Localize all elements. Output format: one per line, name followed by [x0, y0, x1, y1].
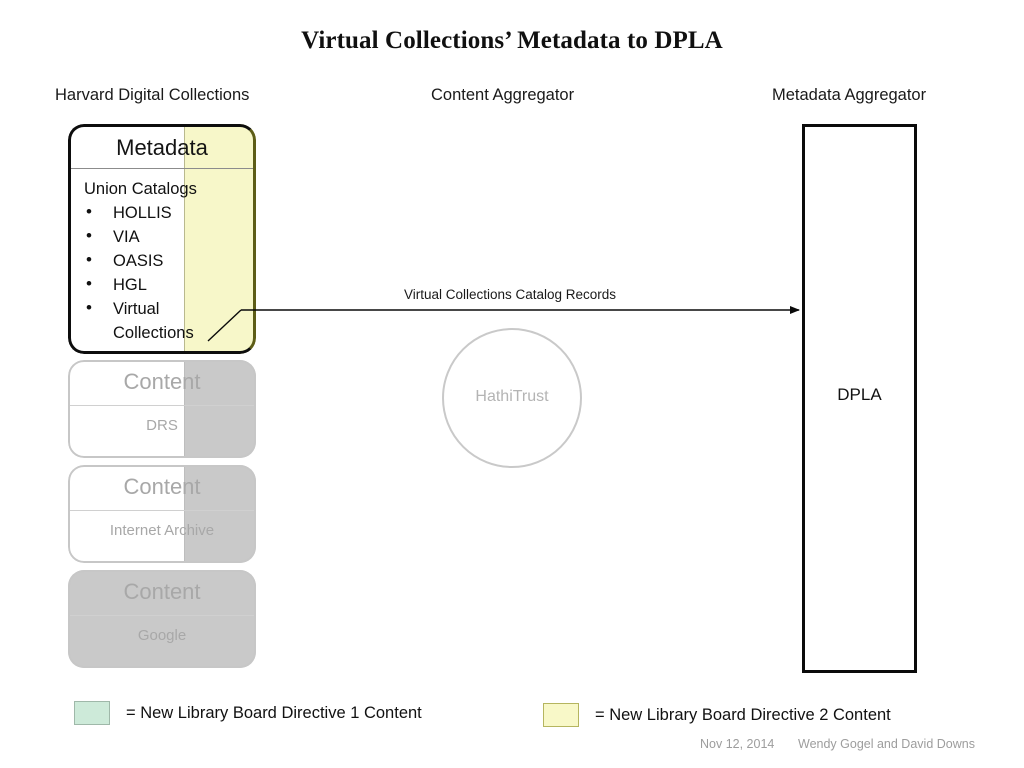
- list-item[interactable]: • HOLLIS: [84, 201, 252, 225]
- list-item-label: HOLLIS: [113, 204, 172, 222]
- legend-swatch-directive-2: [543, 703, 579, 727]
- metadata-node-fill: [68, 124, 256, 354]
- content-node-left-half: [68, 360, 184, 458]
- content-node-fill: [68, 570, 256, 668]
- content-node-fill: [68, 465, 256, 563]
- metadata-node-divider: [68, 168, 256, 169]
- list-item-label: HGL: [113, 276, 147, 294]
- content-node-right-half: [183, 360, 256, 458]
- list-item[interactable]: • VIA: [84, 225, 252, 249]
- column-heading-metadata-aggregator: Metadata Aggregator: [772, 86, 927, 104]
- list-item-label: OASIS: [113, 252, 164, 270]
- content-node-title: Content: [123, 474, 201, 499]
- content-node-divider: [68, 615, 256, 616]
- page-title: Virtual Collections’ Metadata to DPLA: [301, 27, 723, 54]
- legend-item-directive-2: = New Library Board Directive 2 Content: [543, 703, 891, 727]
- list-item-label: Virtual: [113, 300, 160, 318]
- list-item[interactable]: • HGL: [84, 273, 252, 297]
- content-node-google[interactable]: Content Google: [68, 570, 256, 668]
- legend-label-directive-2: = New Library Board Directive 2 Content: [595, 705, 891, 724]
- legend-item-directive-1: = New Library Board Directive 1 Content: [74, 701, 422, 725]
- content-node-split-line: [183, 465, 185, 563]
- bullet-icon: •: [86, 298, 92, 317]
- metadata-node-list: Union Catalogs • HOLLIS • VIA • OASIS • …: [84, 177, 252, 345]
- content-node-internet-archive[interactable]: Content Internet Archive: [68, 465, 256, 563]
- content-node-right-half: [183, 465, 256, 563]
- list-item-label: VIA: [113, 228, 140, 246]
- list-item-virtual-collections[interactable]: • Virtual Collections: [84, 297, 252, 345]
- content-node-divider: [68, 510, 256, 511]
- flow-arrow-label: Virtual Collections Catalog Records: [403, 287, 617, 302]
- content-node-fill: [68, 360, 256, 458]
- union-catalog-list: • HOLLIS • VIA • OASIS • HGL • Virtual: [84, 201, 252, 345]
- content-node-left-half: [68, 570, 184, 668]
- column-heading-content-aggregator: Content Aggregator: [431, 86, 575, 104]
- content-node-drs[interactable]: Content DRS: [68, 360, 256, 458]
- content-node-divider: [68, 405, 256, 406]
- legend-swatch-directive-1: [74, 701, 110, 725]
- dpla-node[interactable]: DPLA: [802, 124, 917, 673]
- metadata-node-title: Metadata: [116, 135, 208, 160]
- footer-authors: Wendy Gogel and David Downs: [798, 737, 975, 751]
- legend-label-directive-1: = New Library Board Directive 1 Content: [126, 703, 422, 722]
- content-node-subtitle: Google: [137, 627, 187, 644]
- metadata-node-left-half: [68, 124, 184, 354]
- metadata-node[interactable]: Metadata Union Catalogs • HOLLIS • VIA •…: [68, 124, 256, 354]
- bullet-icon: •: [86, 250, 92, 269]
- bullet-icon: •: [86, 202, 92, 221]
- list-item-label-continued: Collections: [113, 324, 194, 342]
- dpla-label: DPLA: [837, 385, 882, 404]
- footer-date: Nov 12, 2014: [700, 737, 775, 751]
- bullet-icon: •: [86, 274, 92, 293]
- content-node-title: Content: [123, 579, 201, 604]
- column-heading-harvard-digital-collections: Harvard Digital Collections: [55, 86, 250, 104]
- metadata-list-lead: Union Catalogs: [84, 180, 197, 198]
- content-node-split-line: [183, 360, 185, 458]
- hathitrust-node[interactable]: HathiTrust: [442, 328, 582, 468]
- content-node-right-half: [183, 570, 256, 668]
- hathitrust-label: HathiTrust: [475, 388, 549, 405]
- content-node-subtitle: DRS: [146, 417, 178, 434]
- metadata-node-split-line: [183, 124, 185, 354]
- content-node-left-half: [68, 465, 184, 563]
- content-node-title: Content: [123, 369, 201, 394]
- list-item[interactable]: • OASIS: [84, 249, 252, 273]
- bullet-icon: •: [86, 226, 92, 245]
- content-node-subtitle: Internet Archive: [109, 522, 215, 539]
